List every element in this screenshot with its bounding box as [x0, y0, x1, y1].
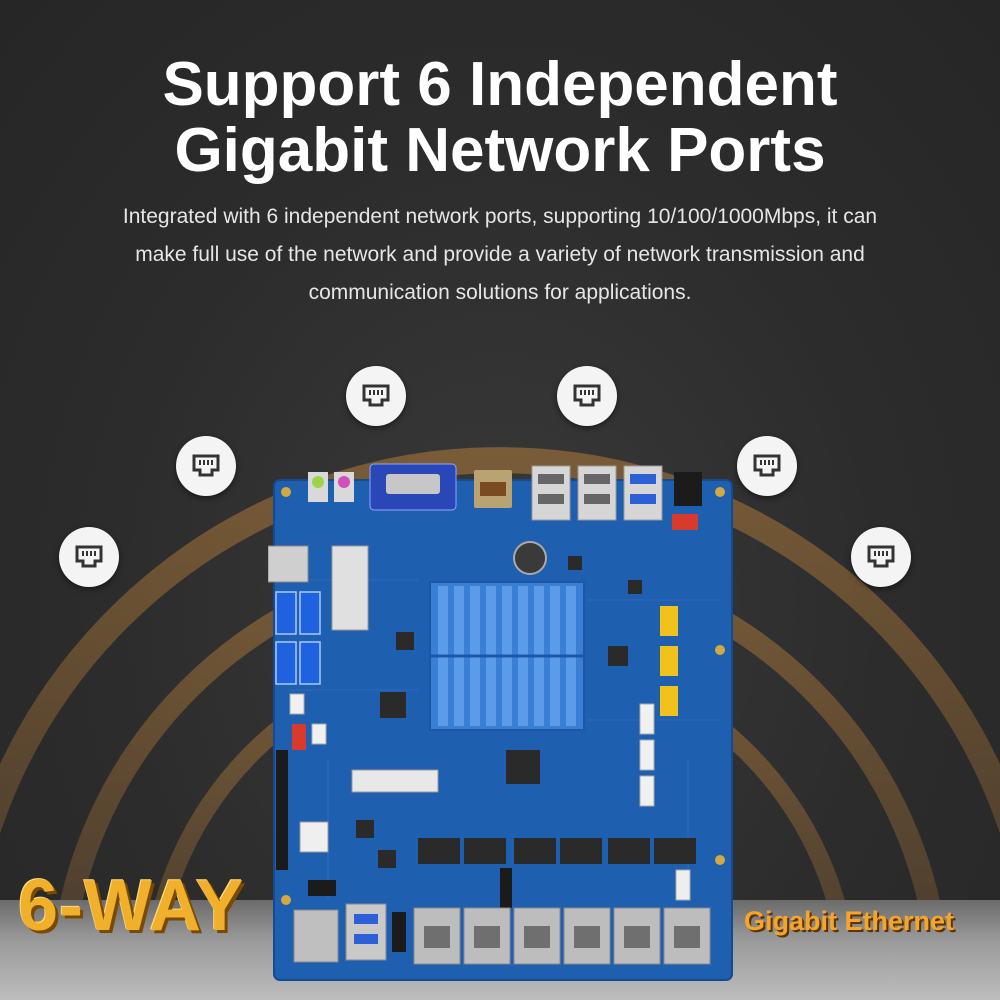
ethernet-port-icon: [851, 527, 911, 587]
gigabit-ethernet-label: Gigabit Ethernet: [744, 906, 955, 936]
title-line-1: Support 6 Independent: [162, 50, 838, 119]
ethernet-port-icon: [346, 366, 406, 426]
ethernet-port-icon: [176, 436, 236, 496]
ethernet-port-icon: [737, 436, 797, 496]
description-line-3: communication solutions for applications…: [308, 281, 692, 304]
ethernet-port-icon: [557, 366, 617, 426]
description-line-1: Integrated with 6 independent network po…: [122, 205, 878, 228]
description: Integrated with 6 independent network po…: [60, 198, 940, 312]
motherboard-image: [268, 463, 733, 981]
ethernet-port-icon: [59, 527, 119, 587]
description-line-2: make full use of the network and provide…: [135, 243, 865, 266]
page-title: Support 6 Independent Gigabit Network Po…: [0, 52, 1000, 184]
port-count-label: 6-WAY: [18, 866, 245, 946]
title-line-2: Gigabit Network Ports: [174, 116, 826, 185]
